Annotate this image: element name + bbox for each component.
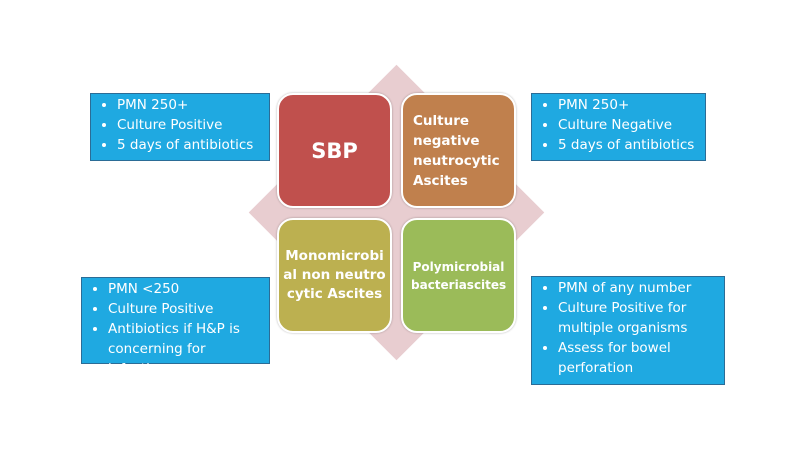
quadrant-label: SBP	[311, 138, 358, 163]
note-item: Assess for bowel perforation	[558, 338, 720, 378]
note-top-left: PMN 250+ Culture Positive 5 days of anti…	[90, 93, 270, 161]
note-item: PMN of any number	[558, 278, 720, 298]
note-item: 5 days of antibiotics	[117, 135, 265, 155]
quadrant-culture-negative: Culture negative neutrocytic Ascites	[401, 93, 516, 208]
note-bottom-right: PMN of any number Culture Positive for m…	[531, 276, 725, 385]
note-item: Culture Negative	[558, 115, 701, 135]
note-item: Culture Positive	[117, 115, 265, 135]
note-item: Culture Positive	[108, 299, 265, 319]
quadrant-label: Culture negative neutrocytic Ascites	[413, 112, 500, 189]
note-item: Culture Positive for multiple organisms	[558, 298, 720, 338]
quadrant-sbp: SBP	[277, 93, 392, 208]
quadrant-polymicrobial: Polymicrobial bacteriascites	[401, 218, 516, 333]
quadrant-monomicrobial: Monomicrobial non neutrocytic Ascites	[277, 218, 392, 333]
note-item: 5 days of antibiotics	[558, 135, 701, 155]
quadrant-label: Polymicrobial bacteriascites	[411, 259, 507, 292]
note-item: PMN 250+	[558, 95, 701, 115]
note-item: Antibiotics if H&P is concerning for inf…	[108, 319, 265, 379]
note-item: PMN 250+	[117, 95, 265, 115]
note-top-right: PMN 250+ Culture Negative 5 days of anti…	[531, 93, 706, 161]
note-item: PMN <250	[108, 279, 265, 299]
quadrant-label: Monomicrobial non neutrocytic Ascites	[283, 248, 386, 302]
note-bottom-left: PMN <250 Culture Positive Antibiotics if…	[81, 277, 270, 377]
